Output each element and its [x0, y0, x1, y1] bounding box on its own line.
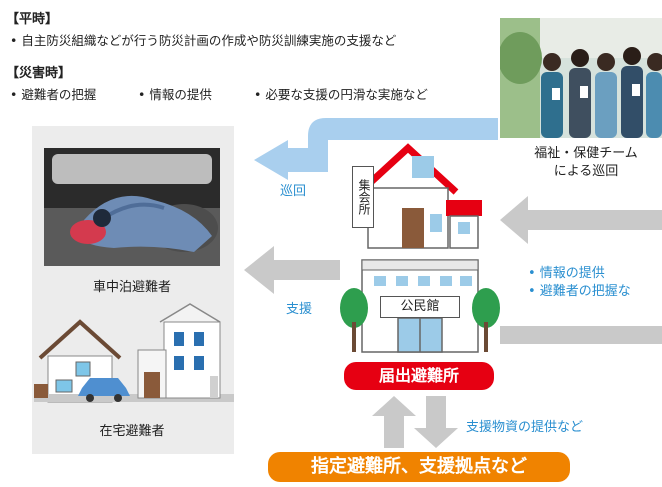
peacetime-heading: 【平時】	[6, 12, 59, 27]
disaster-bullet-1: • 避難者の把握	[10, 87, 97, 102]
info-arrow-top	[500, 196, 662, 244]
houses-illustration	[34, 303, 234, 403]
designated-shelter-tag: 指定避難所、支援拠点など	[268, 452, 570, 482]
patrol-arrow	[254, 118, 498, 180]
support-arrow	[244, 246, 340, 294]
community-center-sign: 公民館	[380, 296, 460, 318]
patrol-label: 巡回	[280, 184, 307, 199]
supply-label: 支援物資の提供など	[466, 420, 584, 435]
team-caption-line1: 福祉・保健チーム	[534, 146, 638, 161]
car-interior-photo	[44, 148, 220, 266]
reported-shelter-tag: 届出避難所	[344, 362, 494, 390]
peacetime-bullet: • 自主防災組織などが行う防災計画の作成や防災訓練実施の支援など	[10, 33, 397, 48]
info-item-1: • 情報の提供	[528, 266, 605, 281]
two-way-arrows	[372, 396, 458, 448]
car-evacuee-label: 車中泊避難者	[92, 280, 171, 295]
meeting-hall-sign: 集会所	[352, 166, 374, 228]
team-caption-line2: による巡回	[553, 164, 619, 179]
disaster-bullet-2: • 情報の提供	[138, 87, 212, 102]
disaster-heading: 【災害時】	[6, 66, 72, 81]
home-evacuee-label: 在宅避難者	[99, 424, 165, 439]
info-item-2: • 避難者の把握な	[528, 284, 631, 299]
info-arrow-bottom	[500, 326, 662, 344]
support-label: 支援	[286, 302, 313, 317]
meeting-hall-building	[357, 143, 482, 249]
disaster-bullet-3: • 必要な支援の円滑な実施など	[254, 87, 428, 102]
welfare-team-photo	[500, 18, 662, 138]
